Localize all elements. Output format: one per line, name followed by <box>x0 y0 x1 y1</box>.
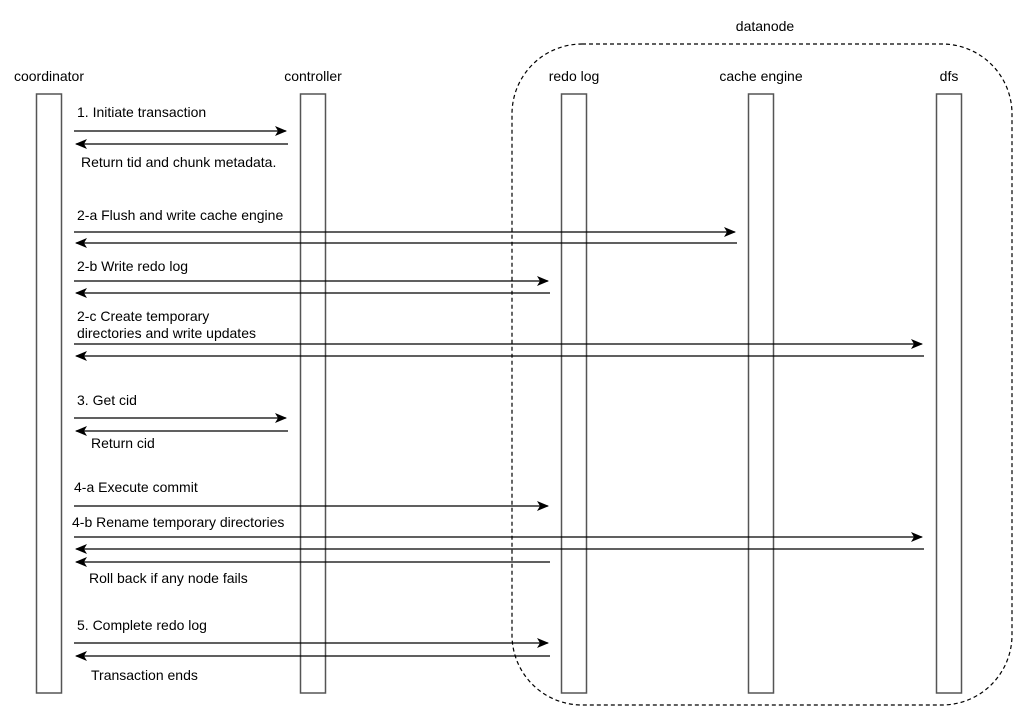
participant-label: coordinator <box>14 68 84 84</box>
participant-dfs: dfs <box>935 68 963 694</box>
participant-label: cache engine <box>719 68 803 84</box>
participant-label: controller <box>284 68 342 84</box>
message: Roll back if any node fails <box>75 557 550 586</box>
message-label: 2-b Write redo log <box>77 258 188 274</box>
datanode-group-label: datanode <box>736 18 795 34</box>
message: 4-b Rename temporary directories <box>72 514 923 542</box>
participant-redo-log: redo log <box>549 68 600 694</box>
message-label: 4-a Execute commit <box>74 479 198 495</box>
message-label: 2-a Flush and write cache engine <box>77 207 283 223</box>
message-label: Roll back if any node fails <box>89 570 248 586</box>
message: Transaction ends <box>75 651 550 683</box>
message-label: 3. Get cid <box>77 392 137 408</box>
participant-coordinator: coordinator <box>14 68 84 694</box>
message: 5. Complete redo log <box>74 617 549 648</box>
message: 2-a Flush and write cache engine <box>74 207 736 237</box>
message-label-line: 2-c Create temporary <box>77 308 209 324</box>
lifeline-coordinator <box>35 93 63 694</box>
participant-label: dfs <box>940 68 959 84</box>
datanode-group: datanode <box>511 18 1013 706</box>
message-label: 1. Initiate transaction <box>77 104 206 120</box>
lifeline-dfs <box>935 93 963 694</box>
message: 1. Initiate transaction <box>74 104 287 136</box>
lifeline-redo-log <box>560 93 588 694</box>
lifeline-controller <box>299 93 327 694</box>
message: Return cid <box>75 426 288 451</box>
message-label: 5. Complete redo log <box>77 617 207 633</box>
message-label: Return tid and chunk metadata. <box>81 154 276 170</box>
participant-cache-engine: cache engine <box>719 68 803 694</box>
message-label: 4-b Rename temporary directories <box>72 514 284 530</box>
lifeline-cache-engine <box>747 93 775 694</box>
participant-label: redo log <box>549 68 600 84</box>
message-label: Transaction ends <box>91 667 198 683</box>
datanode-group-border <box>511 43 1013 706</box>
message: 4-a Execute commit <box>74 479 549 511</box>
participant-controller: controller <box>284 68 342 694</box>
message-label-line: directories and write updates <box>77 325 256 341</box>
message: 2-b Write redo log <box>74 258 549 286</box>
message: Return tid and chunk metadata. <box>75 139 288 170</box>
message: 3. Get cid <box>74 392 287 423</box>
message-label: Return cid <box>91 435 155 451</box>
